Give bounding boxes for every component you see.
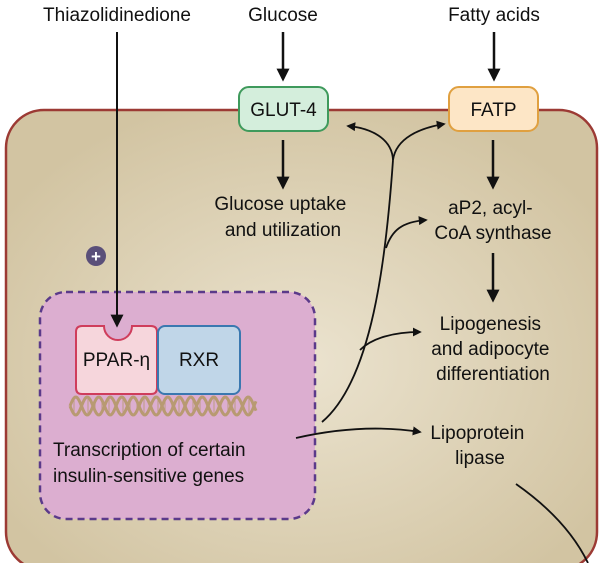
glut4-label: GLUT-4 <box>250 100 317 121</box>
fatty-acids-label: Fatty acids <box>448 5 540 26</box>
dna-strand <box>68 395 258 417</box>
svg-text:+: + <box>91 247 101 266</box>
glucose-uptake-label: Glucose uptake and utilization <box>214 194 351 241</box>
rxr-receptor-box <box>157 325 241 395</box>
branch-arrow-to-lipogenesis <box>359 327 422 351</box>
lipoprotein-lipase-exit-line <box>515 483 589 563</box>
lipoprotein-lipase-label: Lipoprotein lipase <box>430 423 529 469</box>
lipogenesis-label: Lipogenesis and adipocyte differentiatio… <box>431 314 555 385</box>
ap2-label: aP2, acyl- CoA synthase <box>434 198 551 244</box>
main-branch-curve <box>321 159 394 423</box>
glut4-box <box>238 86 329 132</box>
thiazolidinedione-label: Thiazolidinedione <box>43 5 191 26</box>
ppar-label: PPAR-η <box>83 350 150 371</box>
branch-arrow-to-ap2 <box>385 216 428 249</box>
branch-arrow-to-glut4 <box>346 122 394 161</box>
rxr-label: RXR <box>179 350 219 371</box>
fatp-box <box>448 86 539 132</box>
fatp-label: FATP <box>470 100 516 121</box>
branch-arrow-to-fatp <box>392 120 446 161</box>
dna-strand <box>68 395 258 417</box>
activation-plus-icon: + <box>86 246 106 266</box>
arrow-to-lipoprotein-lipase <box>295 426 422 439</box>
transcription-label: Transcription of certain insulin-sensiti… <box>53 440 251 487</box>
dna-helix <box>68 395 258 417</box>
glucose-label: Glucose <box>248 5 318 26</box>
ppar-receptor-box <box>75 325 158 395</box>
